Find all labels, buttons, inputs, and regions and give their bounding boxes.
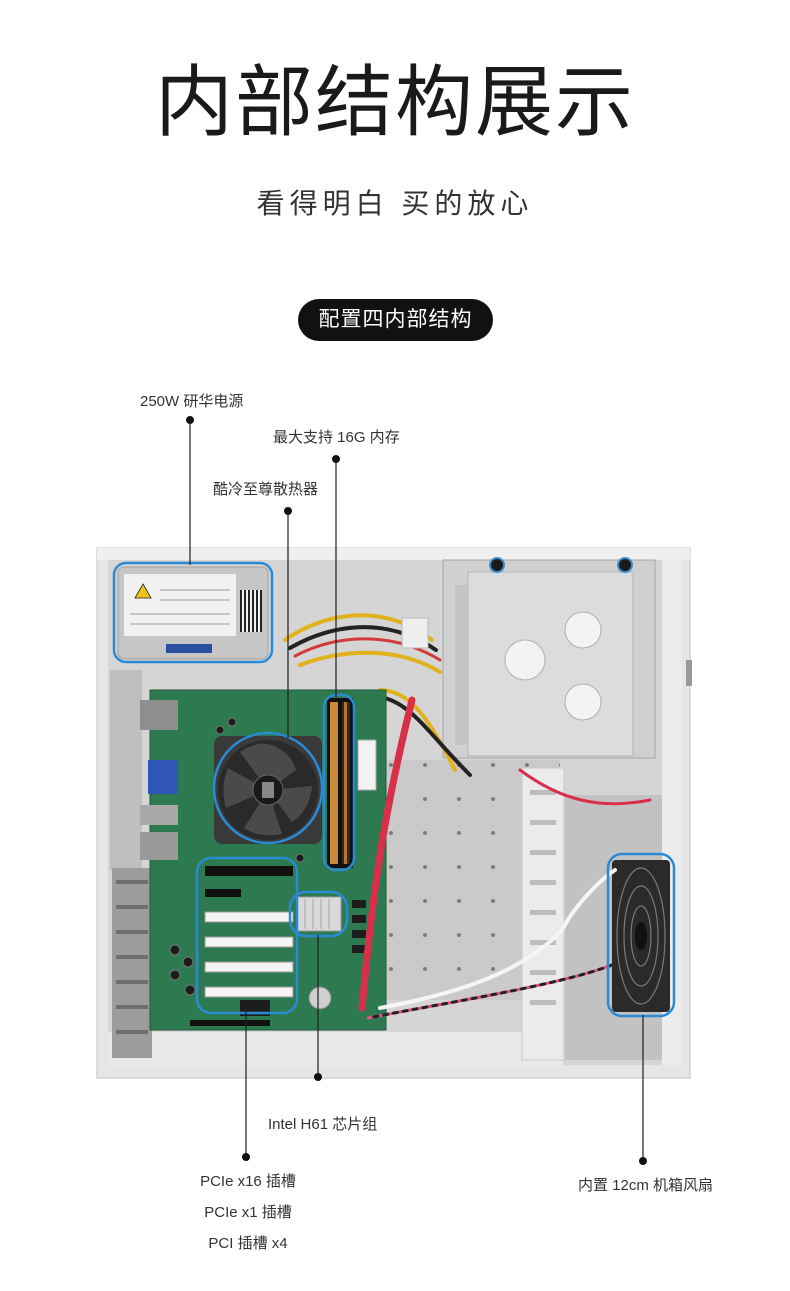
- screw-icon: [617, 557, 633, 573]
- psu-leader-dot: [186, 416, 194, 424]
- drive-cage: [442, 557, 656, 759]
- memory-callout: 最大支持 16G 内存: [273, 429, 400, 446]
- left-frame: [110, 670, 142, 870]
- cooler-callout: 酷冷至尊散热器: [213, 481, 319, 498]
- psu-label: [124, 574, 236, 636]
- cpu-cooler: [214, 736, 322, 844]
- memory-modules: [327, 698, 353, 868]
- card-guide-notches: [530, 790, 556, 1005]
- pcie-x1-callout: PCIe x1 插槽: [204, 1204, 292, 1221]
- expansion-slots: [204, 866, 294, 998]
- atx-connector: [357, 739, 377, 791]
- pci-slot: [204, 961, 294, 973]
- pcie-x1-slot: [205, 889, 241, 897]
- pci-slot: [204, 911, 294, 923]
- sata-connectors: [352, 900, 366, 953]
- molex-connector: [401, 617, 429, 649]
- chipset-heatsink: [296, 896, 342, 932]
- screw-icon: [489, 557, 505, 573]
- cage-hole: [564, 611, 602, 649]
- system-fan: [612, 860, 670, 1012]
- chassis-latch: [686, 660, 692, 686]
- capacitors: [169, 717, 305, 996]
- power-supply: [117, 566, 269, 660]
- memory-leader-dot: [332, 455, 340, 463]
- psu-brand-logo: [166, 644, 212, 653]
- fan-leader-dot: [639, 1157, 647, 1165]
- pcie-x16-callout: PCIe x16 插槽: [200, 1173, 296, 1190]
- fan-highlight: [606, 852, 676, 1018]
- psu-highlight: [112, 561, 274, 664]
- leader-lines: [186, 416, 647, 1165]
- page-subtitle: 看得明白 买的放心: [256, 188, 534, 219]
- cage-hole: [564, 683, 602, 721]
- rear-header: [190, 1020, 270, 1026]
- chipset-callout: Intel H61 芯片组: [268, 1116, 378, 1133]
- psu-callout: 250W 研华电源: [140, 393, 244, 410]
- psu-warning-icon: [134, 583, 152, 599]
- fan-cable-black: [366, 963, 614, 1020]
- highlight-outlines: [112, 561, 676, 1018]
- cage-cable: [518, 768, 652, 806]
- cmos-battery: [308, 986, 332, 1010]
- pcie-x16-slot: [205, 866, 293, 876]
- lan-port: [140, 832, 178, 860]
- vga-port: [148, 760, 178, 794]
- fan-hub: [635, 922, 647, 950]
- io-ports: [140, 700, 178, 860]
- slots-leader-dot: [242, 1153, 250, 1161]
- cooler-highlight: [212, 731, 324, 845]
- slots-highlight: [195, 856, 299, 1015]
- pci-slot: [204, 986, 294, 998]
- chassis-top-lip: [97, 548, 690, 560]
- psu-barcode: [240, 590, 262, 632]
- sata-cable: [358, 696, 416, 1012]
- pci-callout: PCI 插槽 x4: [208, 1235, 288, 1252]
- white-cable: [378, 868, 617, 1010]
- loose-cables: [358, 696, 652, 1020]
- pci-slot: [204, 936, 294, 948]
- cooler-leader-dot: [284, 507, 292, 515]
- memory-highlight: [322, 693, 356, 872]
- cage-hole: [504, 639, 546, 681]
- page-title: 内部结构展示: [154, 58, 635, 146]
- usb-port: [140, 805, 178, 825]
- chassis-bottom-rail: [108, 1032, 563, 1066]
- fan-callout: 内置 12cm 机箱风扇: [578, 1177, 714, 1194]
- expansion-brackets: [112, 868, 152, 1058]
- chipset-leader-dot: [314, 1073, 322, 1081]
- section-badge: 配置四内部结构: [298, 299, 493, 341]
